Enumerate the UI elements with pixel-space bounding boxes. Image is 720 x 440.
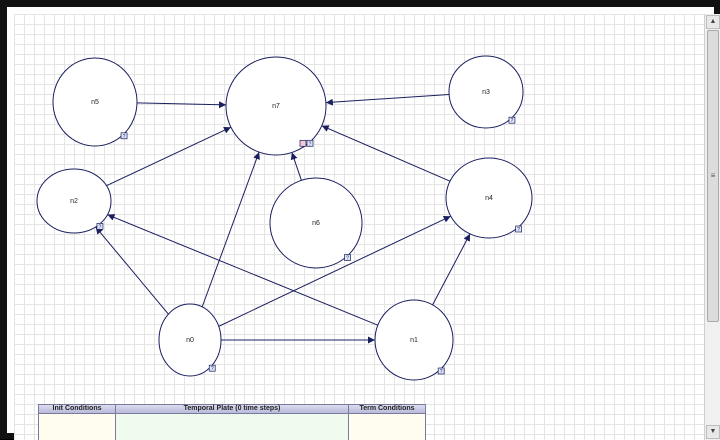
- node-ellipse[interactable]: [225, 56, 327, 156]
- badge-question-icon: ?: [517, 227, 520, 233]
- node-ellipse[interactable]: [448, 55, 524, 129]
- node-n4[interactable]: n4?: [445, 157, 533, 239]
- term-conditions-area[interactable]: [349, 414, 425, 440]
- node-status-badge[interactable]: [508, 116, 516, 124]
- temporal-plate-column[interactable]: Temporal Plate (0 time steps): [116, 405, 349, 440]
- node-ellipse[interactable]: [158, 303, 222, 377]
- temporal-plate-header: Temporal Plate (0 time steps): [116, 405, 348, 414]
- edge-n0-n2[interactable]: [95, 226, 169, 315]
- node-n1[interactable]: n1?: [374, 299, 454, 381]
- edge-n3-n7[interactable]: [325, 93, 450, 106]
- network-canvas[interactable]: n0?n1?n2?n3?n4?n5?n6?n7? Init Conditions…: [14, 14, 704, 440]
- scroll-up-button[interactable]: ▲: [706, 15, 720, 29]
- scroll-thumb[interactable]: ≡: [707, 30, 719, 322]
- term-conditions-column[interactable]: Term Conditions: [349, 405, 425, 440]
- node-ellipse[interactable]: [374, 299, 454, 381]
- node-n6[interactable]: n6?: [269, 177, 363, 269]
- node-n2[interactable]: n2?: [36, 168, 112, 234]
- node-n7[interactable]: n7?: [225, 56, 327, 156]
- node-label: n5: [91, 99, 99, 106]
- node-label: n7: [272, 103, 280, 110]
- node-ellipse[interactable]: [36, 168, 112, 234]
- node-status-badge[interactable]: [437, 367, 445, 375]
- scroll-down-button[interactable]: ▼: [706, 425, 720, 439]
- badge-question-icon: ?: [511, 118, 514, 124]
- nodes-layer: n0?n1?n2?n3?n4?n5?n6?n7?: [36, 55, 533, 381]
- badge-question-icon: ?: [346, 256, 349, 262]
- vertical-scrollbar[interactable]: ▲ ≡ ▼: [704, 14, 720, 440]
- edge-n6-n7[interactable]: [290, 152, 302, 181]
- badge-question-icon: ?: [123, 134, 126, 140]
- init-conditions-column[interactable]: Init Conditions: [39, 405, 116, 440]
- edge-n0-n4[interactable]: [218, 215, 451, 327]
- temporal-plate-area[interactable]: [116, 414, 348, 440]
- init-conditions-header: Init Conditions: [39, 405, 115, 414]
- grip-icon: ≡: [710, 171, 716, 180]
- edge-n2-n7[interactable]: [106, 126, 232, 187]
- edges-layer: [95, 93, 471, 344]
- node-label: n1: [410, 337, 418, 344]
- edge-n0-n7[interactable]: [201, 151, 260, 308]
- badge-question-icon: ?: [99, 224, 102, 230]
- node-ellipse[interactable]: [269, 177, 363, 269]
- node-status-badge[interactable]: [208, 364, 216, 372]
- node-status-badge[interactable]: [96, 223, 104, 230]
- badge-question-icon: ?: [309, 141, 312, 147]
- node-label: n6: [312, 220, 320, 227]
- node-status-badge[interactable]: [299, 139, 307, 147]
- edge-n1-n2[interactable]: [107, 214, 378, 326]
- temporal-plate[interactable]: Init Conditions Temporal Plate (0 time s…: [38, 404, 426, 440]
- node-status-badge[interactable]: [515, 225, 523, 233]
- edge-n5-n7[interactable]: [136, 101, 227, 109]
- node-n0[interactable]: n0?: [158, 303, 222, 377]
- node-n5[interactable]: n5?: [52, 57, 138, 147]
- node-status-badge[interactable]: [344, 254, 351, 261]
- badge-question-icon: ?: [440, 369, 443, 375]
- network-graph[interactable]: n0?n1?n2?n3?n4?n5?n6?n7?: [14, 14, 704, 440]
- node-ellipse[interactable]: [52, 57, 138, 147]
- init-conditions-area[interactable]: [39, 414, 115, 440]
- edge-n4-n7[interactable]: [321, 125, 451, 182]
- edge-n1-n4[interactable]: [432, 233, 471, 306]
- node-label: n0: [186, 337, 194, 344]
- term-conditions-header: Term Conditions: [349, 405, 425, 414]
- node-n3[interactable]: n3?: [448, 55, 524, 129]
- node-status-badge[interactable]: [306, 139, 314, 147]
- node-status-badge[interactable]: [120, 132, 128, 140]
- node-ellipse[interactable]: [445, 157, 533, 239]
- badge-question-icon: ?: [211, 366, 214, 372]
- node-label: n3: [482, 89, 490, 96]
- node-label: n2: [70, 198, 78, 205]
- node-label: n4: [485, 195, 493, 202]
